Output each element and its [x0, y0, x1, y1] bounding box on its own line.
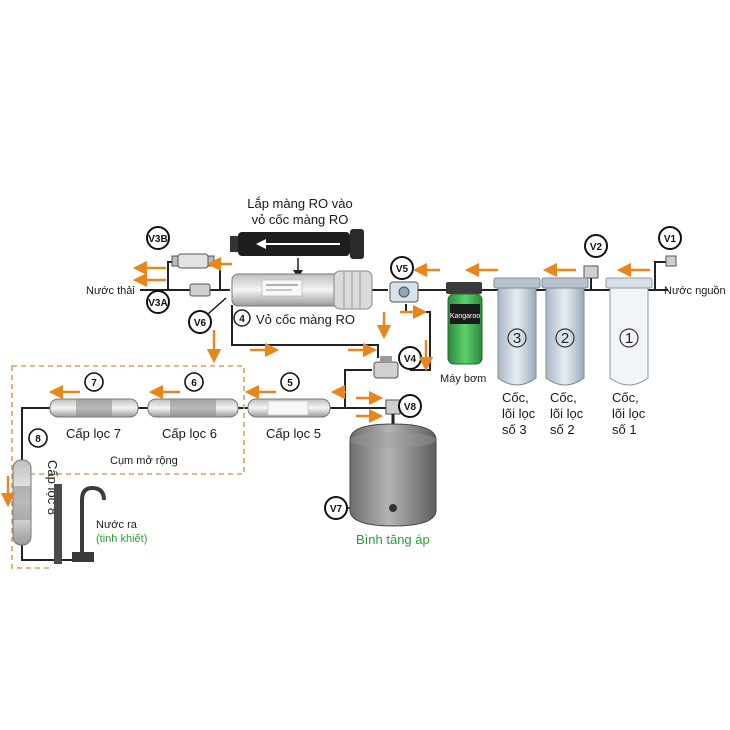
- stage-badge-4-text: 4: [239, 314, 245, 325]
- outlet-label-line2: (tinh khiết): [96, 533, 147, 545]
- expansion-label: Cụm mở rộng: [110, 455, 178, 467]
- filter-7-label: Cấp lọc 7: [66, 426, 121, 441]
- expansion-box: [11, 365, 245, 475]
- faucet: [54, 484, 106, 564]
- cup-labels: Cốc, lõi lọc số 3 Cốc, lõi lọc số 2 Cốc,…: [502, 390, 646, 437]
- svg-text:V5: V5: [396, 264, 409, 275]
- cup-3: [493, 277, 541, 386]
- badge-v3b: V3B: [146, 226, 170, 250]
- filter-6: [147, 398, 239, 418]
- source-label: Nước nguồn: [664, 285, 726, 297]
- badge-v7: V7: [324, 496, 348, 520]
- pump-brand: Kangaroo: [450, 313, 480, 320]
- v3b-fitting: [171, 253, 215, 269]
- svg-text:số 2: số 2: [550, 422, 575, 437]
- v8-fitting: [385, 399, 401, 426]
- flow-arrows: [0, 256, 650, 508]
- badge-v6: V6: [188, 310, 212, 334]
- svg-text:lõi lọc: lõi lọc: [612, 406, 646, 421]
- v6-pointer: [207, 297, 227, 315]
- badge-v4: V4: [398, 346, 422, 370]
- v5-fitting: [389, 281, 419, 303]
- badge-v8: V8: [398, 394, 422, 418]
- filter-8: [12, 459, 32, 546]
- pipe-f7-f8: [21, 407, 50, 460]
- svg-text:V1: V1: [664, 234, 677, 245]
- v2-fitting: [583, 265, 599, 290]
- svg-text:Cốc,: Cốc,: [612, 390, 639, 405]
- filter-badges: 7 6 5 8: [28, 372, 300, 448]
- svg-text:V3B: V3B: [148, 234, 167, 245]
- svg-text:Cốc,: Cốc,: [502, 390, 529, 405]
- badge-v2: V2: [584, 234, 608, 258]
- ro-housing-label: Vỏ cốc màng RO: [256, 312, 355, 327]
- svg-text:số 3: số 3: [502, 422, 527, 437]
- v3a-fitting: [189, 283, 211, 297]
- filter-5-label: Cấp lọc 5: [266, 426, 321, 441]
- stage-badge-4: [233, 309, 251, 327]
- svg-text:số 1: số 1: [612, 422, 637, 437]
- membrane-title-line1: Lắp màng RO vào: [247, 196, 353, 211]
- cup-1-num: 1: [625, 330, 633, 347]
- badge-v5: V5: [390, 256, 414, 280]
- filter-5: [247, 398, 331, 418]
- cup-2: [541, 277, 589, 386]
- pump-label: Máy bơm: [440, 373, 486, 385]
- svg-text:V8: V8: [404, 402, 417, 413]
- badge-v3a: V3A: [146, 290, 170, 314]
- filter-7: [49, 398, 139, 418]
- badge-v1: V1: [658, 226, 682, 250]
- pipe-ro-return: [231, 305, 379, 358]
- svg-text:V4: V4: [404, 354, 417, 365]
- filter-8-num: 8: [35, 434, 41, 445]
- pump: Kangaroo: [446, 282, 483, 365]
- v4-fitting: [373, 356, 399, 379]
- pipe-f8-faucet: [21, 545, 85, 561]
- cup-3-num: 3: [513, 330, 521, 347]
- svg-text:lõi lọc: lõi lọc: [550, 406, 584, 421]
- waste-label: Nước thải: [86, 285, 135, 297]
- filter-5-num: 5: [287, 378, 293, 389]
- pipe-v4-left: [330, 369, 372, 409]
- svg-text:V2: V2: [590, 242, 603, 253]
- svg-text:lõi lọc: lõi lọc: [502, 406, 536, 421]
- svg-text:V7: V7: [330, 504, 343, 515]
- ro-membrane: [230, 229, 364, 259]
- filter-6-label: Cấp lọc 6: [162, 426, 217, 441]
- svg-text:Cốc,: Cốc,: [550, 390, 577, 405]
- valve-badges: V3B V3A V6 V5 V4 V2 V1 V8 V7: [146, 226, 682, 520]
- svg-text:V6: V6: [194, 318, 207, 329]
- pressure-tank: [349, 423, 437, 527]
- cup-2-num: 2: [561, 330, 569, 347]
- membrane-title-line2: vỏ cốc màng RO: [252, 212, 349, 227]
- outlet-label-line1: Nước ra: [96, 519, 138, 531]
- filter-6-num: 6: [191, 378, 197, 389]
- ro-housing: [231, 270, 373, 310]
- svg-text:V3A: V3A: [148, 298, 167, 309]
- cup-1: [605, 277, 653, 386]
- v1-fitting: [654, 255, 677, 290]
- cup-badges: 3 2 1: [507, 328, 639, 348]
- filter-7-num: 7: [91, 378, 97, 389]
- tank-label: Bình tăng áp: [356, 532, 430, 547]
